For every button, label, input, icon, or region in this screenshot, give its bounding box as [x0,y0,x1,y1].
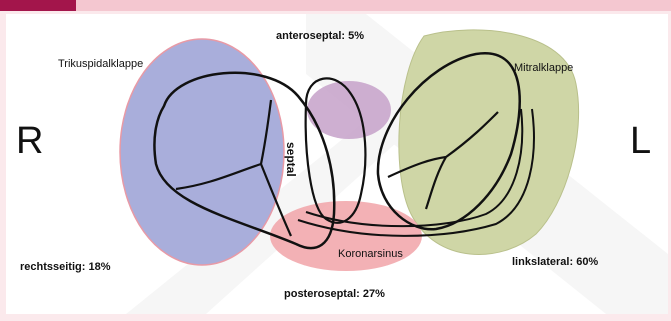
label-posteroseptal: posteroseptal: 27% [284,288,385,300]
right-side-marker: R [16,122,43,160]
label-rechtsseitig: rechtsseitig: 18% [20,261,110,273]
label-coronary-sinus: Koronarsinus [338,248,403,260]
label-mitral-valve: Mitralklappe [514,62,573,74]
diagram-panel: anteroseptal: 5% Trikuspidalklappe Mitra… [6,14,668,314]
top-bar-accent [0,0,76,11]
label-anteroseptal: anteroseptal: 5% [276,30,364,42]
label-septal: septal [284,142,298,177]
top-bar [0,0,671,11]
label-linkslateral: linkslateral: 60% [512,256,598,268]
label-tricuspid-valve: Trikuspidalklappe [58,58,143,70]
left-side-marker: L [630,122,651,160]
